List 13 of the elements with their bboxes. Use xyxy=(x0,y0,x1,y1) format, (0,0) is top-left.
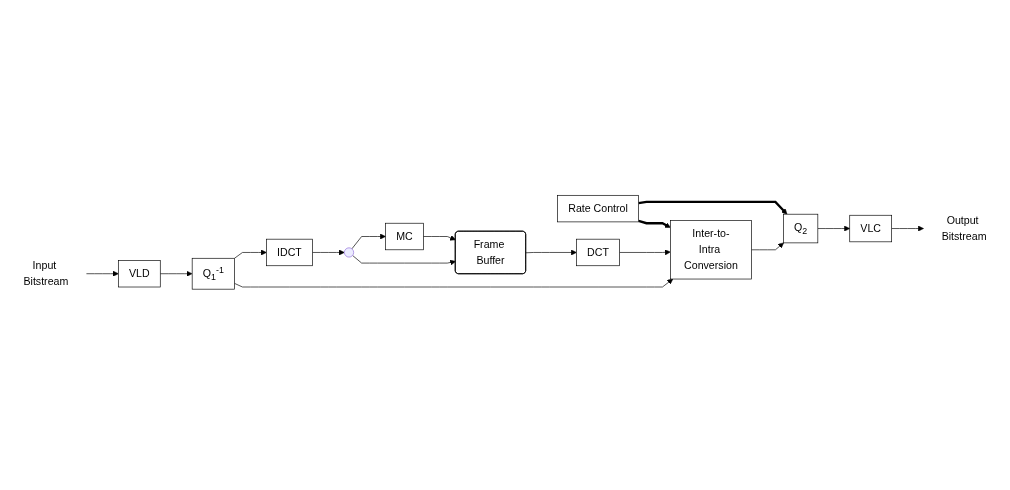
node-box: MC xyxy=(385,222,424,250)
arrow xyxy=(638,200,788,215)
node-box: VLD xyxy=(118,259,161,288)
node-circle xyxy=(344,247,354,258)
node-text: Input Bitstream xyxy=(23,259,69,287)
node-box: Inter-to-Intra Conversion xyxy=(670,220,752,280)
node-text: Output Bitstream xyxy=(941,214,987,242)
node-box: Q$_{2}$ xyxy=(783,213,819,244)
node-box: VLC xyxy=(849,214,892,242)
node-box: Rate Control xyxy=(557,194,639,223)
arrow xyxy=(638,219,671,228)
node-box: DCT xyxy=(576,238,620,266)
node-box: IDCT xyxy=(266,238,313,266)
